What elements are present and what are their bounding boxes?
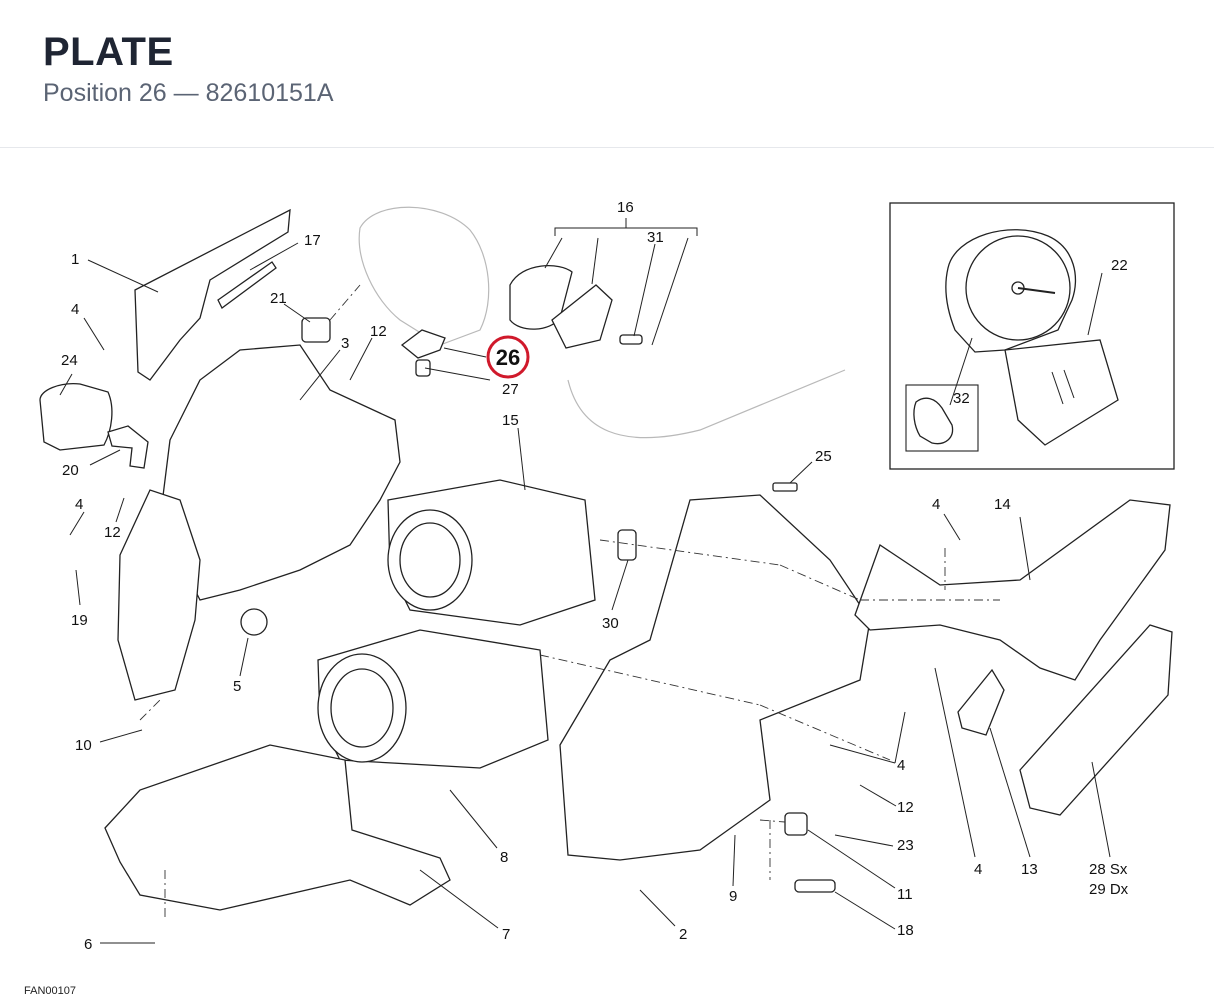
callout-32[interactable]: 32 <box>953 390 970 407</box>
part-16-lens-group <box>509 265 846 439</box>
callout-27[interactable]: 27 <box>502 381 519 398</box>
part-9-fairing <box>559 494 871 861</box>
part-20-hose <box>107 425 149 469</box>
callout-28[interactable]: 28 Sx <box>1089 861 1128 878</box>
callout-19[interactable]: 19 <box>71 612 88 629</box>
part-19-bracket <box>117 489 201 701</box>
callout-4[interactable]: 4 <box>932 496 940 513</box>
part-7-under-tray <box>104 744 451 911</box>
callout-12[interactable]: 12 <box>370 323 387 340</box>
part-5-cap <box>240 608 268 636</box>
part-subtitle: Position 26 — 82610151A <box>43 79 334 107</box>
callout-31[interactable]: 31 <box>647 229 664 246</box>
callout-17[interactable]: 17 <box>304 232 321 249</box>
part-1-bracket <box>134 208 291 381</box>
callout-26-highlight[interactable]: 26 <box>486 335 530 379</box>
exploded-parts-diagram: 26 1 17 21 4 3 12 24 27 20 4 12 19 5 10 … <box>39 199 1175 953</box>
callout-6[interactable]: 6 <box>84 936 92 953</box>
callout-20[interactable]: 20 <box>62 462 79 479</box>
callout-12[interactable]: 12 <box>897 799 914 816</box>
callout-9[interactable]: 9 <box>729 888 737 905</box>
callout-4[interactable]: 4 <box>71 301 79 318</box>
callout-21[interactable]: 21 <box>270 290 287 307</box>
callout-2[interactable]: 2 <box>679 926 687 943</box>
part-14-right-frame <box>854 499 1171 681</box>
part-17-strip <box>217 261 277 309</box>
callout-14[interactable]: 14 <box>994 496 1011 513</box>
callout-11[interactable]: 11 <box>897 886 913 903</box>
part-27-screw <box>415 359 431 377</box>
part-15-headlight-upper <box>387 479 596 626</box>
callout-3[interactable]: 3 <box>341 335 349 352</box>
callout-16[interactable]: 16 <box>617 199 634 216</box>
page-title: PLATE <box>43 30 174 74</box>
callout-5[interactable]: 5 <box>233 678 241 695</box>
callout-4[interactable]: 4 <box>897 757 905 774</box>
callout-22[interactable]: 22 <box>1111 257 1128 274</box>
callout-labels: 1 17 21 4 3 12 24 27 20 4 12 19 5 10 6 7… <box>61 199 1129 953</box>
part-21-grommet <box>301 317 331 343</box>
part-30-bulb <box>617 529 637 561</box>
part-28-29-strip <box>1019 624 1173 816</box>
callout-25[interactable]: 25 <box>815 448 832 465</box>
figure-code: FAN00107 <box>24 985 76 997</box>
assembly-lines <box>139 284 1000 920</box>
part-18-pin <box>794 879 836 893</box>
callout-12[interactable]: 12 <box>104 524 121 541</box>
instrument-ghost <box>358 206 490 346</box>
part-13-pad <box>957 668 1005 736</box>
callout-26-label: 26 <box>496 345 520 370</box>
callout-13[interactable]: 13 <box>1021 861 1038 878</box>
leader-lines <box>59 218 1111 944</box>
callout-15[interactable]: 15 <box>502 412 519 429</box>
callout-29[interactable]: 29 Dx <box>1089 881 1129 898</box>
callout-8[interactable]: 8 <box>500 849 508 866</box>
part-26-plate <box>400 329 446 359</box>
callout-24[interactable]: 24 <box>61 352 78 369</box>
part-24-block <box>39 383 113 451</box>
part-23-nut <box>784 812 808 836</box>
callout-4[interactable]: 4 <box>974 861 982 878</box>
part-25-clip <box>772 482 798 492</box>
callout-18[interactable]: 18 <box>897 922 914 939</box>
callout-10[interactable]: 10 <box>75 737 92 754</box>
part-8-headlight-lower <box>317 629 549 769</box>
callout-23[interactable]: 23 <box>897 837 914 854</box>
callout-1[interactable]: 1 <box>71 251 79 268</box>
header: PLATE Position 26 — 82610151A <box>0 0 1214 148</box>
callout-4[interactable]: 4 <box>75 496 83 513</box>
callout-7[interactable]: 7 <box>502 926 510 943</box>
instrument-inset <box>889 202 1175 470</box>
callout-30[interactable]: 30 <box>602 615 619 632</box>
